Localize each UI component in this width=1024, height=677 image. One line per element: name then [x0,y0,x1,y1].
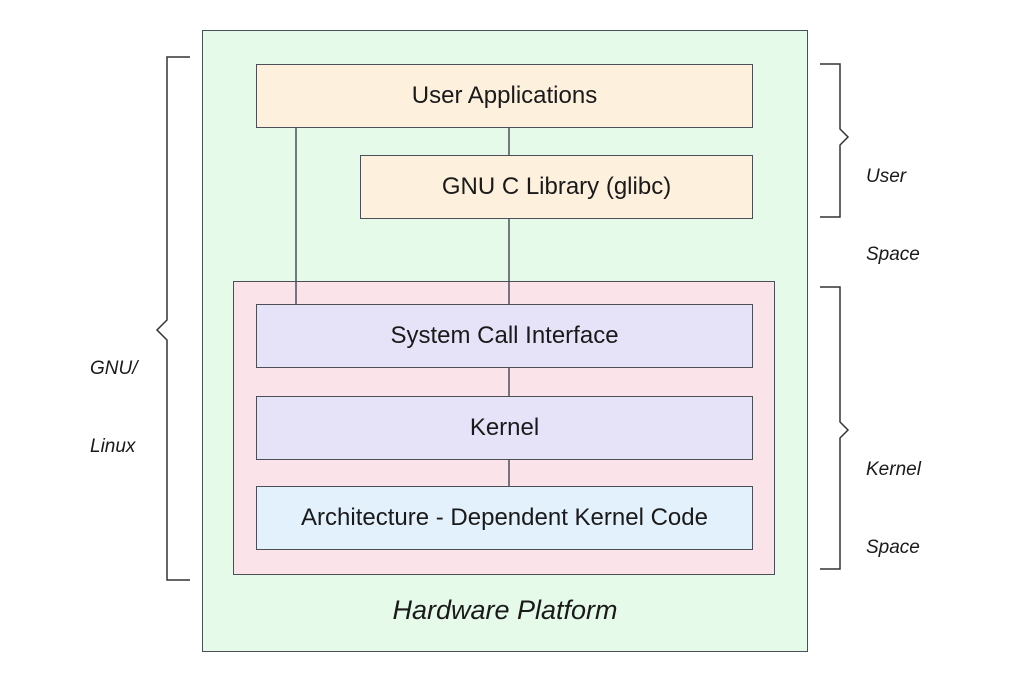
kernel-box: Kernel [256,396,753,460]
kernel-label: Kernel [469,414,540,441]
gnu-linux-line2: Linux [90,436,136,457]
user-space-label: User Space [866,112,920,294]
kernel-space-line2: Space [866,537,920,558]
architecture-code-label: Architecture - Dependent Kernel Code [301,504,708,531]
kernel-space-brace [820,286,850,570]
system-call-interface-label: System Call Interface [390,322,619,349]
glibc-box: GNU C Library (glibc) [360,155,753,219]
user-space-line1: User [866,166,907,187]
gnu-linux-label: GNU/ Linux [90,304,138,486]
user-applications-label: User Applications [411,82,598,109]
kernel-space-label: Kernel Space [866,405,921,587]
kernel-space-line1: Kernel [866,459,921,480]
gnu-linux-brace [155,56,190,581]
glibc-label: GNU C Library (glibc) [441,173,672,200]
gnu-linux-line1: GNU/ [90,358,138,379]
user-space-line2: Space [866,244,920,265]
hardware-platform-label: Hardware Platform [392,595,618,625]
architecture-code-box: Architecture - Dependent Kernel Code [256,486,753,550]
system-call-interface-box: System Call Interface [256,304,753,368]
user-space-brace [820,63,850,218]
user-applications-box: User Applications [256,64,753,128]
